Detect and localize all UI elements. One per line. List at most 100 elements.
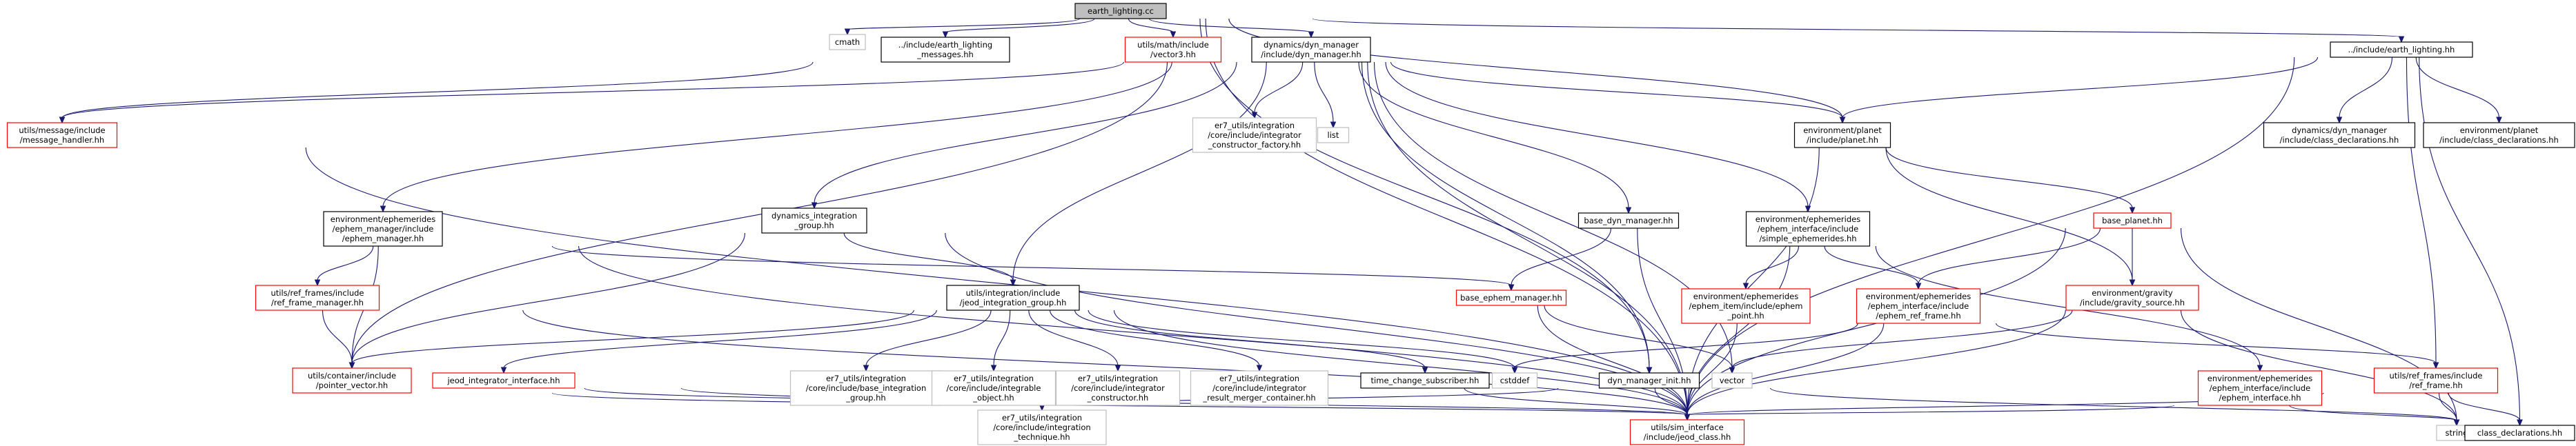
node-label-line: environment/planet [2460,125,2539,135]
node-label-line: ../include/earth_lighting.hh [2348,45,2455,54]
node-label-line: string [2445,428,2468,438]
edge-line [1390,61,1843,119]
node-earth-lighting-messages[interactable]: ../include/earth_lighting_messages.hh [881,37,1010,63]
edge-jeod-integration-group-to-pointer-vector [348,310,914,369]
node-label-line: /jeod_integration_group.hh [960,298,1067,307]
edge-arrowhead [2129,279,2136,287]
node-planet-class-declarations[interactable]: environment/planet/include/class_declara… [2423,122,2575,148]
node-label-line: utils/integration/include [966,288,1061,298]
node-time-change-subscriber[interactable]: time_change_subscriber.hh [1360,372,1490,389]
edge-earth-lighting-cc-to-planet-hh [1228,18,1846,124]
edge-line [865,310,992,367]
node-ephem-point[interactable]: environment/ephemerides/ephem_item/inclu… [1681,288,1811,324]
edge-earth-lighting-cc-to-vector3 [1128,18,1177,39]
node-ref-frame[interactable]: utils/ref_frames/include/ref_frame.hh [2373,367,2499,394]
edge-earth-lighting-hh-to-planet-class-declarations [2415,57,2502,124]
edge-jeod-integration-group-to-base-integration-group [863,310,992,372]
node-simple-ephemerides[interactable]: environment/ephemerides/ephem_interface/… [1745,211,1871,247]
edge-line [1995,323,2437,364]
edge-earth-lighting-messages-to-message-handler [59,61,814,124]
edge-jeod-integration-group-to-jeod-integrator-interface [500,310,937,374]
edge-arrowhead [59,116,66,124]
edge-line [1128,18,1174,33]
node-gravity-source[interactable]: environment/gravity/include/gravity_sour… [2065,285,2199,311]
node-box [1598,372,1700,389]
node-label-line: jeod_integrator_interface.hh [446,376,560,385]
node-base-integration-group[interactable]: er7_utils/integration/core/include/base_… [789,370,943,406]
node-jeod-integration-group[interactable]: utils/integration/include/jeod_integrati… [946,285,1080,311]
node-label-line: /ephem_manager/include [333,224,434,234]
node-cstddef[interactable]: cstddef [1491,372,1538,389]
node-cmath[interactable]: cmath [829,34,866,50]
node-label-line: /include/gravity_source.hh [2080,298,2185,307]
node-label-line: /ref_frame_manager.hh [271,298,364,307]
edge-base-dyn-manager-to-jeod-class [1637,227,1691,421]
node-label-line: /ephem_manager.hh [342,234,424,243]
edge-line [1514,323,1858,369]
node-integrator-constructor-factory[interactable]: er7_utils/integration/core/include/integ… [1192,117,1317,153]
edge-line [61,61,1125,119]
node-jeod-class[interactable]: utils/sim_interface/include/jeod_class.h… [1629,419,1745,445]
node-box [1074,3,1167,19]
node-ref-frame-manager[interactable]: utils/ref_frames/include/ref_frame_manag… [255,285,380,311]
edge-line [1511,227,1612,286]
node-label-line: /pointer_vector.hh [316,381,388,390]
node-ephem-interface[interactable]: environment/ephemerides/ephem_interface/… [2197,370,2323,406]
node-class-declarations[interactable]: class_declarations.hh [2464,425,2575,441]
node-pointer-vector[interactable]: utils/container/include/pointer_vector.h… [292,367,412,394]
node-box [1055,370,1181,406]
edge-line [2406,57,2437,364]
node-box [323,211,443,247]
node-label-line: _point.hh [1727,311,1764,321]
edge-dyn-manager-to-message-handler [59,61,1125,124]
edge-earth-lighting-hh-to-ref-frame [2406,57,2439,369]
node-earth-lighting-hh[interactable]: ../include/earth_lighting.hh [2330,41,2473,58]
edge-line [1885,147,2133,209]
node-vector[interactable]: vector [1711,372,1753,389]
node-vector3[interactable]: utils/math/include/vector3.hh [1124,37,1222,63]
node-label-line: utils/message/include [19,125,105,135]
node-dm-class-declarations[interactable]: dynamics/dyn_manager/include/class_decla… [2263,122,2416,148]
edge-line [1205,18,1688,416]
node-planet-hh[interactable]: environment/planet/include/planet.hh [1793,122,1891,148]
node-list[interactable]: list [1317,127,1350,143]
edge-line [305,147,1688,416]
node-integrator-result-merger[interactable]: er7_utils/integration/core/include/integ… [1190,370,1329,406]
node-label-line: cstddef [1500,376,1530,385]
node-integrable-object[interactable]: er7_utils/integration/core/include/integ… [931,370,1056,406]
edge-gravity-source-to-vector [1729,310,2073,374]
edge-dyn-manager-to-list [1314,61,1337,129]
node-box [977,409,1107,445]
node-label-line: er7_utils/integration [826,374,906,383]
node-message-handler[interactable]: utils/message/include/message_handler.hh [6,122,118,148]
node-dyn-manager-init[interactable]: dyn_manager_init.hh [1598,372,1700,389]
edge-arrowhead [314,279,321,287]
edge-line [1885,147,2133,281]
edge-arrowhead [2496,116,2502,124]
node-dyn-manager[interactable]: dynamics/dyn_manager/include/dyn_manager… [1251,37,1371,63]
node-jeod-integrator-interface[interactable]: jeod_integrator_interface.hh [432,372,576,389]
node-box [789,370,943,406]
edge-line [1199,18,1650,369]
node-label-line: /core/include/integrator [1208,130,1301,140]
edge-arrowhead [1330,121,1337,129]
edge-line [1254,61,1304,114]
edge-earth-lighting-cc-to-earth-lighting-hh [1312,18,2405,43]
node-ephem-ref-frame[interactable]: environment/ephemerides/ephem_interface/… [1856,288,1981,324]
edge-line [503,310,937,369]
node-ephem-manager[interactable]: environment/ephemerides/ephem_manager/in… [323,211,443,247]
edge-base-dyn-manager-to-base-ephem-manager [1508,227,1612,292]
node-integration-technique[interactable]: er7_utils/integration/core/include/integ… [977,409,1107,445]
edge-ephem-manager-to-ref-frame-manager [314,245,374,287]
node-integrator-constructor[interactable]: er7_utils/integration/core/include/integ… [1055,370,1181,406]
edge-line [814,61,1237,204]
edge-arrowhead [348,362,355,369]
node-label-line: environment/ephemerides [2208,374,2312,383]
node-box [2423,122,2575,148]
node-dynamics-integration-group[interactable]: dynamics_integration_group.hh [761,207,867,234]
node-base-dyn-manager[interactable]: base_dyn_manager.hh [1577,212,1680,229]
edge-line [993,310,1011,367]
node-base-ephem-manager[interactable]: base_ephem_manager.hh [1455,290,1567,306]
node-label-line: environment/ephemerides [1866,292,1971,301]
node-base-planet[interactable]: base_planet.hh [2093,212,2172,229]
